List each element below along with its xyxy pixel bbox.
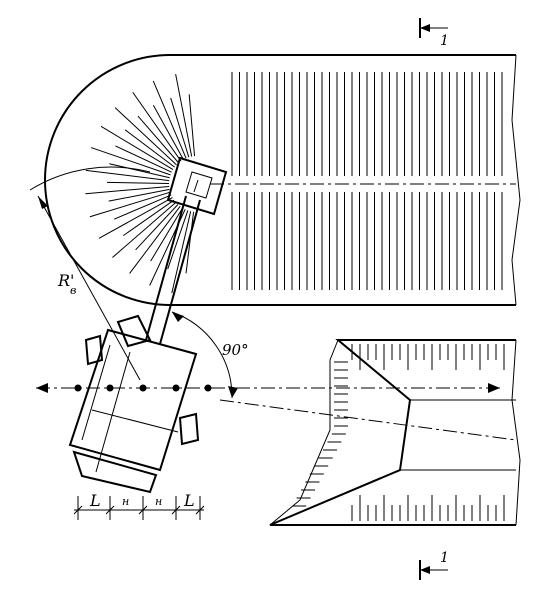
- hatch-line: [129, 206, 181, 274]
- axis-arrow-left: [36, 383, 48, 393]
- swing-head: [166, 156, 228, 216]
- pit-axis: [219, 399, 517, 441]
- hatch-line: [132, 91, 182, 162]
- pit-inner-bank: [269, 339, 339, 526]
- hatch-line: [100, 125, 174, 171]
- body-cab: [116, 314, 152, 348]
- hatch-line: [112, 201, 177, 258]
- hatch-line: [152, 105, 184, 160]
- hatch-line: [137, 115, 180, 164]
- upper-break-line: [511, 54, 521, 306]
- width-dimensions: L н н L: [73, 491, 205, 520]
- dim-L-left: L: [89, 491, 101, 510]
- hatch-line: [108, 188, 170, 202]
- angle-label: 90°: [222, 341, 249, 359]
- upper-face-hatching: [231, 72, 503, 290]
- body-front: [72, 450, 158, 494]
- section-marker-top: 1: [419, 18, 449, 49]
- hatch-line: [114, 107, 177, 166]
- upper-face: [44, 54, 521, 306]
- hatch-line: [170, 97, 190, 158]
- hatch-line: [171, 211, 192, 294]
- hatch-line: [124, 129, 175, 168]
- section-label-bottom: 1: [440, 550, 449, 566]
- dim-n-2: н: [155, 495, 162, 508]
- axis-arrow-right: [488, 383, 500, 393]
- travel-axis: [36, 383, 500, 393]
- boom: [145, 195, 201, 345]
- dim-n-1: н: [122, 495, 129, 508]
- hatch-line: [107, 181, 170, 185]
- section-label-top: 1: [440, 33, 449, 49]
- lower-pit: [219, 339, 521, 526]
- hatch-line: [89, 191, 171, 218]
- hatch-line: [175, 73, 193, 157]
- hatch-line: [109, 163, 170, 179]
- lower-break-line: [511, 339, 521, 526]
- right-outrigger: [178, 412, 200, 446]
- radial-hatching: [85, 73, 196, 294]
- hatch-line: [90, 147, 171, 176]
- hatch-line: [188, 94, 196, 157]
- hatch-line: [85, 185, 170, 195]
- hatch-line: [185, 211, 195, 274]
- angle-dimension: [171, 311, 238, 399]
- hatch-line: [98, 197, 173, 239]
- dim-L-right: L: [183, 491, 195, 510]
- excavator-body: [68, 314, 200, 494]
- hatch-line: [167, 210, 189, 270]
- left-outrigger: [84, 334, 104, 366]
- hatch-line: [122, 199, 175, 237]
- body-frame: [68, 328, 198, 472]
- hatch-line: [152, 80, 187, 159]
- hatch-line: [115, 145, 172, 173]
- lower-pit-hatching: [292, 344, 505, 521]
- hatch-line: [150, 207, 184, 262]
- hatch-line: [135, 204, 179, 251]
- radius-label: R': [57, 271, 74, 290]
- radius-dimension: [29, 166, 151, 381]
- radius-sub-label: в: [70, 284, 76, 297]
- section-marker-bottom: 1: [419, 550, 449, 580]
- hatch-line: [113, 194, 172, 220]
- hatch-line: [85, 169, 170, 182]
